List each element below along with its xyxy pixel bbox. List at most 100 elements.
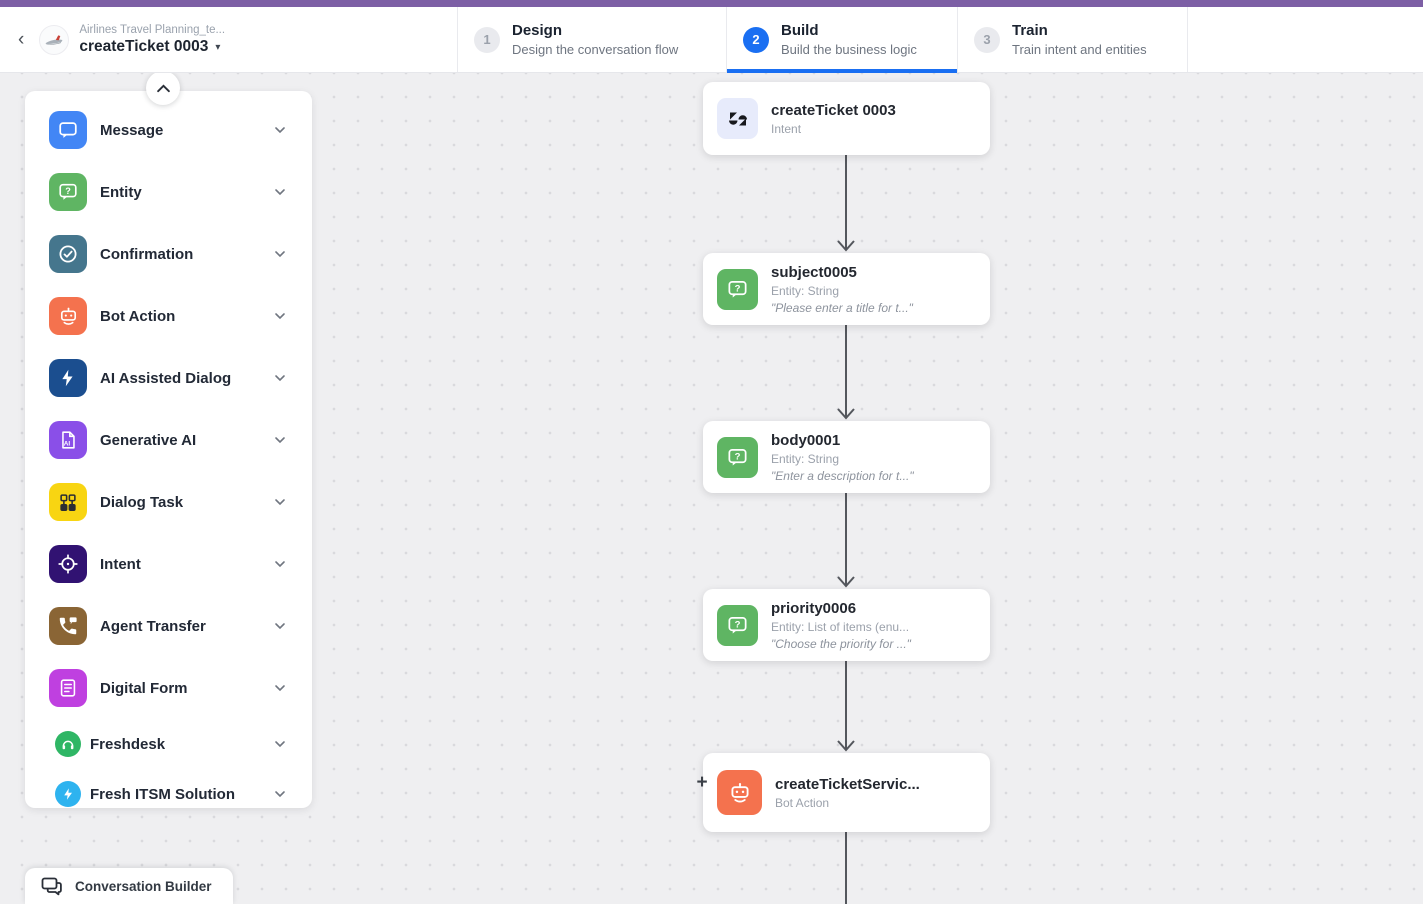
step-number-badge: 1 bbox=[474, 26, 500, 53]
sidebar-item-message[interactable]: Message bbox=[49, 111, 286, 149]
add-node-button[interactable]: + bbox=[696, 772, 708, 793]
bot-action-icon bbox=[717, 770, 762, 815]
sidebar-item-entity[interactable]: ? Entity bbox=[49, 173, 286, 211]
step-title: Train bbox=[1012, 22, 1048, 39]
tab-design[interactable]: 1 Design Design the conversation flow bbox=[458, 7, 727, 72]
sidebar-item-digital-form[interactable]: Digital Form bbox=[49, 669, 286, 707]
bot-avatar bbox=[39, 24, 70, 55]
node-title: priority0006 bbox=[771, 599, 857, 617]
node-prompt: "Enter a description for t..." bbox=[771, 468, 914, 483]
sidebar-item-bot-action[interactable]: Bot Action bbox=[49, 297, 286, 335]
step-subtitle: Build the business logic bbox=[781, 42, 917, 57]
collapse-palette-button[interactable] bbox=[146, 71, 180, 105]
sidebar-item-generative-ai[interactable]: AI Generative AI bbox=[49, 421, 286, 459]
sidebar-item-label: AI Assisted Dialog bbox=[100, 369, 232, 387]
project-name: Airlines Travel Planning_te... bbox=[79, 23, 226, 36]
dialog-name: createTicket 0003 bbox=[79, 37, 209, 55]
chevron-down-icon bbox=[274, 684, 286, 692]
chevron-up-icon bbox=[156, 83, 170, 92]
sidebar-item-label: Freshdesk bbox=[90, 735, 166, 753]
sidebar-item-dialog-task[interactable]: Dialog Task bbox=[49, 483, 286, 521]
chevron-down-icon bbox=[274, 498, 286, 506]
tab-train[interactable]: 3 Train Train intent and entities bbox=[958, 7, 1188, 72]
sidebar-item-agent-transfer[interactable]: Agent Transfer bbox=[49, 607, 286, 645]
sidebar-item-ai-assisted-dialog[interactable]: AI Assisted Dialog bbox=[49, 359, 286, 397]
sidebar-item-label: Confirmation bbox=[100, 245, 194, 263]
chevron-down-icon bbox=[274, 250, 286, 258]
sidebar-item-label: Bot Action bbox=[100, 307, 176, 325]
header-left: ‹ Airlines Travel Planning_te... createT… bbox=[0, 7, 458, 72]
svg-text:?: ? bbox=[735, 451, 741, 462]
step-subtitle: Train intent and entities bbox=[1012, 42, 1147, 57]
chevron-down-icon bbox=[274, 312, 286, 320]
generative-ai-doc-icon: AI bbox=[49, 421, 87, 459]
chevron-down-icon bbox=[274, 560, 286, 568]
flow-node-entity-body[interactable]: ? body0001 Entity: String "Enter a descr… bbox=[703, 421, 990, 493]
sidebar-item-intent[interactable]: Intent bbox=[49, 545, 286, 583]
node-title: subject0005 bbox=[771, 263, 857, 281]
svg-text:?: ? bbox=[735, 283, 741, 294]
entity-icon: ? bbox=[717, 436, 758, 478]
node-subtitle: Entity: String bbox=[771, 283, 840, 298]
lightning-icon bbox=[49, 359, 87, 397]
tab-build[interactable]: 2 Build Build the business logic bbox=[727, 7, 958, 73]
form-icon bbox=[49, 669, 87, 707]
chevron-down-icon bbox=[274, 622, 286, 630]
node-title: body0001 bbox=[771, 431, 841, 449]
sidebar-item-label: Agent Transfer bbox=[100, 617, 206, 635]
node-title: createTicket 0003 bbox=[771, 101, 896, 119]
sidebar-item-label: Fresh ITSM Solution bbox=[90, 785, 235, 803]
sidebar-item-fresh-itsm-solution[interactable]: Fresh ITSM Solution bbox=[55, 781, 286, 807]
node-subtitle: Intent bbox=[771, 121, 802, 136]
flow-node-bot-action[interactable]: createTicketServic... Bot Action bbox=[703, 753, 990, 832]
step-number-badge: 2 bbox=[743, 26, 769, 53]
phone-transfer-icon bbox=[49, 607, 87, 645]
airplane-logo-icon bbox=[45, 34, 63, 45]
node-prompt: "Choose the priority for ..." bbox=[771, 636, 911, 651]
sidebar-item-freshdesk[interactable]: Freshdesk bbox=[55, 731, 286, 757]
chevron-down-icon bbox=[274, 740, 286, 748]
freshservice-bolt-icon bbox=[55, 781, 81, 807]
chevron-down-icon bbox=[274, 126, 286, 134]
sidebar-item-label: Dialog Task bbox=[100, 493, 184, 511]
step-title: Build bbox=[781, 22, 819, 39]
entity-icon: ? bbox=[717, 268, 758, 310]
sidebar-item-label: Entity bbox=[100, 183, 142, 201]
bot-action-icon bbox=[49, 297, 87, 335]
sidebar-item-label: Message bbox=[100, 121, 164, 139]
chevron-down-icon bbox=[274, 374, 286, 382]
zendesk-icon bbox=[717, 98, 758, 139]
header-titles: Airlines Travel Planning_te... createTic… bbox=[79, 24, 225, 56]
svg-text:?: ? bbox=[65, 186, 71, 196]
node-subtitle: Entity: List of items (enu... bbox=[771, 619, 910, 634]
flow-node-entity-priority[interactable]: ? priority0006 Entity: List of items (en… bbox=[703, 589, 990, 661]
sidebar-item-label: Digital Form bbox=[100, 679, 188, 697]
node-prompt: "Please enter a title for t..." bbox=[771, 300, 913, 315]
conversation-builder-tab[interactable]: Conversation Builder bbox=[25, 868, 233, 904]
svg-text:?: ? bbox=[735, 619, 741, 630]
header: ‹ Airlines Travel Planning_te... createT… bbox=[0, 7, 1423, 73]
chevron-down-icon bbox=[274, 188, 286, 196]
freshdesk-headset-icon bbox=[55, 731, 81, 757]
node-palette-sidebar: Message ? Entity Confirmation Bot Action… bbox=[25, 91, 312, 808]
entity-icon: ? bbox=[49, 173, 87, 211]
target-icon bbox=[49, 545, 87, 583]
sidebar-item-label: Generative AI bbox=[100, 431, 197, 449]
chat-bubbles-icon bbox=[41, 877, 62, 895]
sidebar-item-confirmation[interactable]: Confirmation bbox=[49, 235, 286, 273]
sidebar-item-label: Intent bbox=[100, 555, 141, 573]
node-subtitle: Bot Action bbox=[775, 795, 830, 810]
node-title: createTicketServic... bbox=[775, 775, 920, 793]
entity-icon: ? bbox=[717, 604, 758, 646]
dialog-name-dropdown[interactable]: createTicket 0003 ▾ bbox=[79, 38, 225, 56]
message-icon bbox=[49, 111, 87, 149]
dropdown-caret-icon: ▾ bbox=[215, 42, 221, 53]
node-subtitle: Entity: String bbox=[771, 451, 840, 466]
flow-node-entity-subject[interactable]: ? subject0005 Entity: String "Please ent… bbox=[703, 253, 990, 325]
flow-node-intent[interactable]: createTicket 0003 Intent bbox=[703, 82, 990, 155]
conversation-builder-label: Conversation Builder bbox=[75, 878, 212, 894]
chevron-down-icon bbox=[274, 436, 286, 444]
back-button[interactable]: ‹ bbox=[18, 29, 25, 50]
chevron-down-icon bbox=[274, 790, 286, 798]
step-title: Design bbox=[512, 22, 563, 39]
